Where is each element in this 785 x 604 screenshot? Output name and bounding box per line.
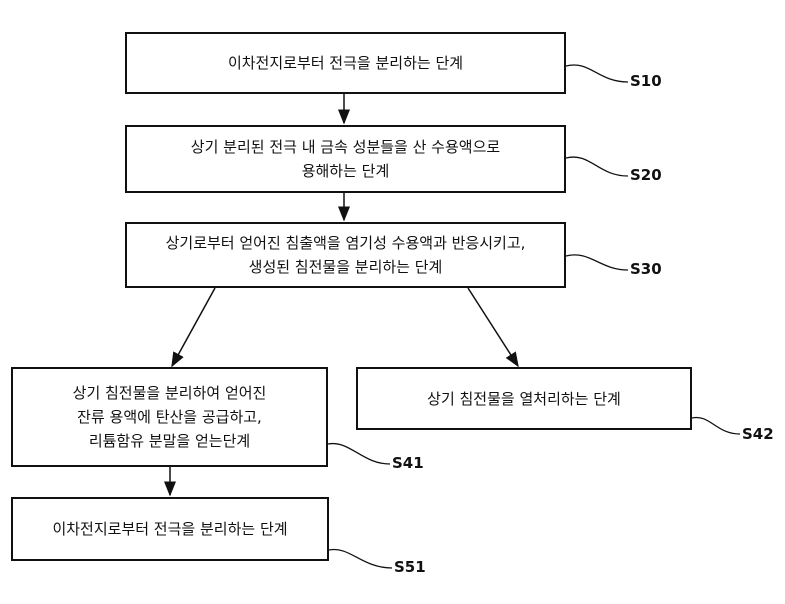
- arrow-s30-s41: [171, 287, 216, 368]
- step-s51-text: 이차전지로부터 전극을 분리하는 단계: [52, 520, 288, 538]
- step-s20-text-line1: 상기 분리된 전극 내 금속 성분들을 산 수용액으로: [190, 138, 501, 156]
- step-s41-text-line2: 잔류 용액에 탄산을 공급하고,: [77, 408, 262, 426]
- step-s51-box: 이차전지로부터 전극을 분리하는 단계: [11, 497, 329, 561]
- leader-s51: [328, 548, 393, 569]
- step-s10-text: 이차전지로부터 전극을 분리하는 단계: [227, 54, 464, 72]
- step-s41-box: 상기 침전물을 분리하여 얻어진 잔류 용액에 탄산을 공급하고, 리튬함유 분…: [11, 367, 328, 467]
- step-s51-ref: S51: [394, 558, 426, 576]
- step-s20-text-line2: 용해하는 단계: [301, 162, 390, 180]
- step-s20-ref: S20: [630, 166, 662, 184]
- leader-s10: [565, 64, 629, 83]
- step-s30-text-line1: 상기로부터 얻어진 침출액을 염기성 수용액과 반응시키고,: [165, 234, 526, 252]
- step-s42-ref: S42: [742, 425, 774, 443]
- step-s30-ref: S30: [630, 260, 662, 278]
- step-s10-box: 이차전지로부터 전극을 분리하는 단계: [125, 32, 566, 94]
- leader-s20: [565, 156, 629, 177]
- step-s10-ref: S10: [630, 72, 662, 90]
- leader-s41: [327, 442, 391, 465]
- step-s42-text: 상기 침전물을 열처리하는 단계: [427, 389, 621, 408]
- step-s30-box: 상기로부터 얻어진 침출액을 염기성 수용액과 반응시키고, 생성된 침전물을 …: [125, 222, 566, 288]
- step-s30-text-line2: 생성된 침전물을 분리하는 단계: [248, 258, 443, 276]
- step-s41-text-line3: 리튬함유 분말을 얻는단계: [88, 432, 251, 450]
- step-s42-box: 상기 침전물을 열처리하는 단계: [356, 367, 692, 430]
- arrow-s30-s42: [467, 287, 519, 368]
- step-s20-box: 상기 분리된 전극 내 금속 성분들을 산 수용액으로 용해하는 단계: [125, 125, 566, 193]
- leader-s30: [565, 254, 629, 271]
- leader-s42: [691, 416, 741, 435]
- step-s41-text-line1: 상기 침전물을 분리하여 얻어진: [72, 384, 267, 402]
- step-s41-ref: S41: [392, 454, 424, 472]
